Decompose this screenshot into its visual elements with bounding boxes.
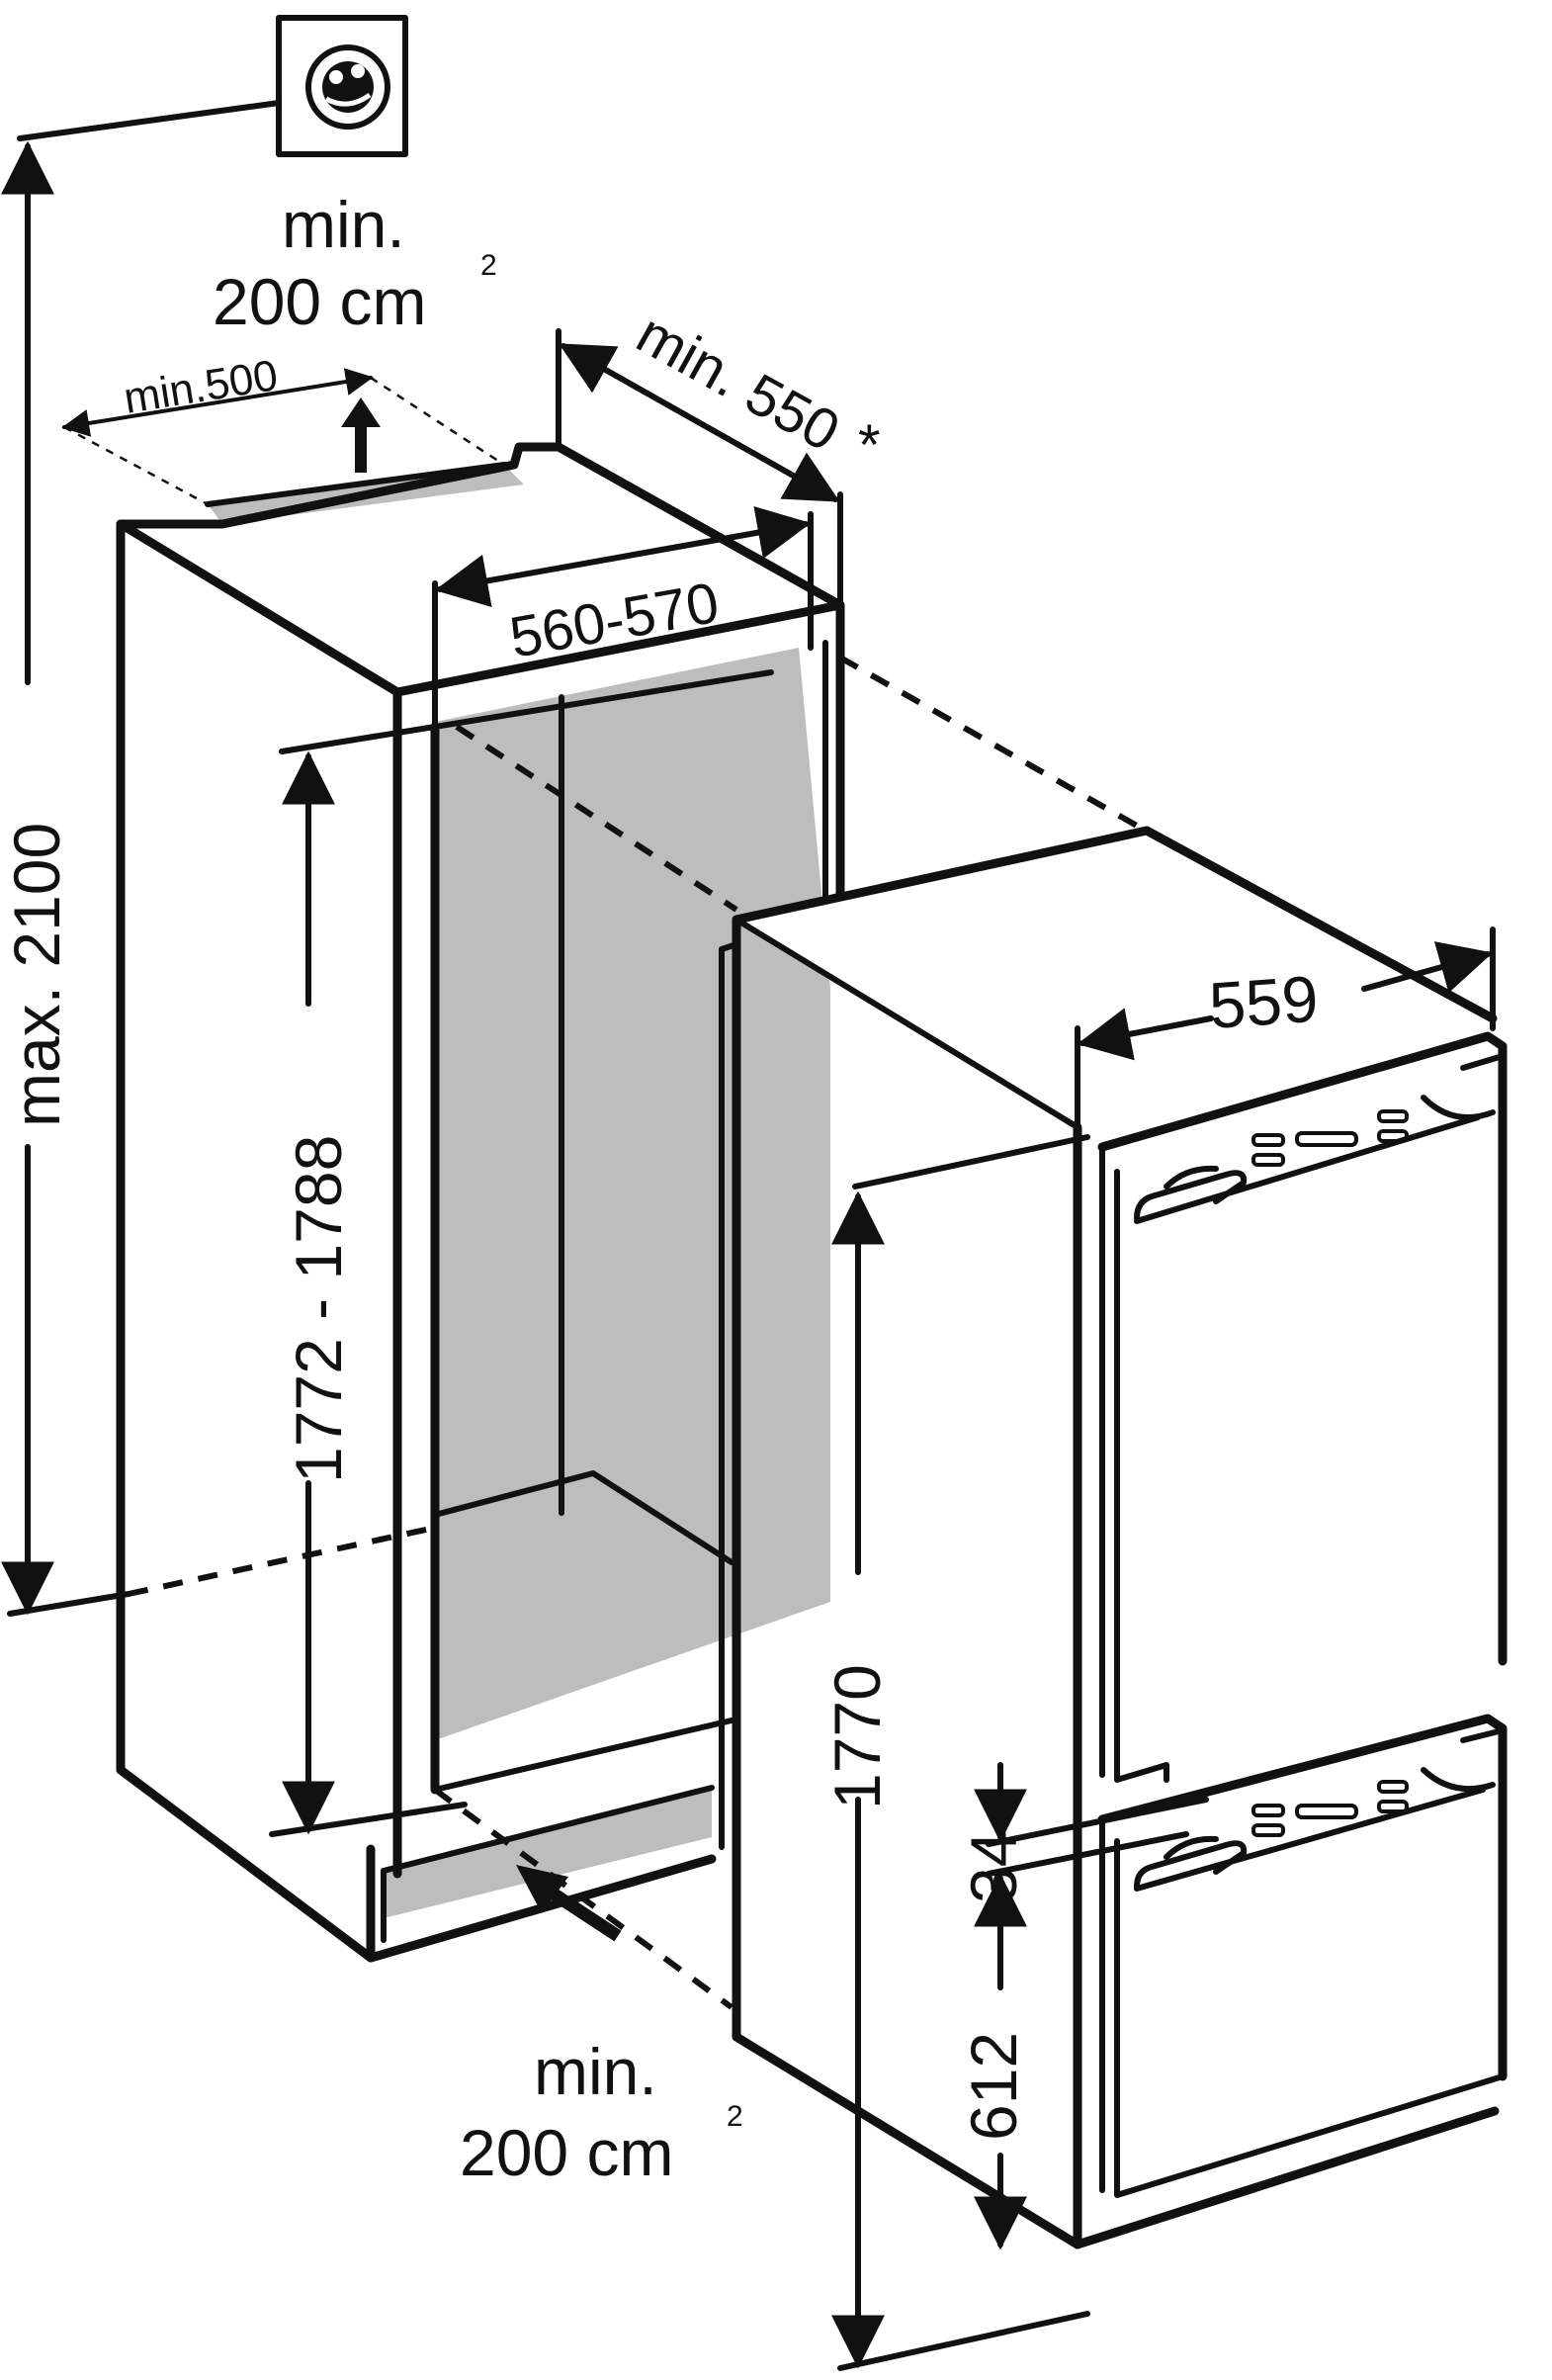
max-height-dimension: max. 2100 [0,140,436,1617]
airflow-up-arrow-icon [341,397,381,473]
power-socket-icon [276,15,408,157]
appliance-width-dimension: 559 [1075,926,1496,1130]
bottom-vent-area-superscript: 2 [727,2100,743,2133]
svg-text:min. 550: min. 550 [627,302,850,465]
lower-door-height-dimension: 612 [957,1881,1030,2250]
svg-text:560-570: 560-570 [505,571,724,670]
niche-height-dimension: 1772 - 1788 [269,669,774,1837]
svg-text:559: 559 [1207,961,1321,1042]
svg-text:*: * [858,413,881,478]
bottom-vent-area-label: 200 cm [460,2116,673,2189]
svg-text:min.500: min.500 [121,351,281,423]
bottom-vent-min-label: min. [534,2035,657,2108]
socket-area-label: 200 cm [213,265,426,338]
svg-text:1770: 1770 [820,1664,894,1809]
socket-extension-line [17,100,282,141]
niche-cabinet [116,442,845,1963]
svg-text:612: 612 [957,2032,1030,2141]
socket-min-label: min. [282,188,405,261]
upper-door [1097,1031,1508,1783]
lower-door [1097,1714,1508,2198]
svg-text:34: 34 [957,1831,1030,1903]
appliance-height-dimension: 1770 [820,1134,1090,2371]
appliance-fridge [719,826,1508,2249]
svg-text:1772 - 1788: 1772 - 1788 [282,1135,355,1483]
socket-area-superscript: 2 [480,249,497,282]
alignment-dashes [433,655,1139,2010]
svg-text:max. 2100: max. 2100 [0,823,73,1127]
airflow-in-arrow-icon [516,1865,622,1942]
